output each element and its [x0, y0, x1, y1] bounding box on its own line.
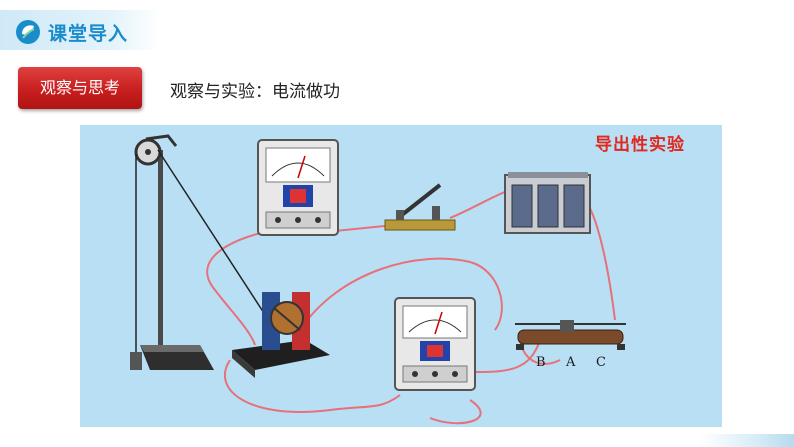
- terminal-a-label: A: [566, 355, 576, 370]
- decorative-corner: [700, 434, 794, 447]
- section-label: 观察与思考: [18, 67, 142, 109]
- figure-caption: 导出性实验: [595, 135, 685, 155]
- section-title: 课堂导入: [48, 23, 129, 45]
- experiment-subtitle: 观察与实验：电流做功: [170, 82, 340, 102]
- experiment-figure: [80, 125, 722, 427]
- terminal-c-label: C: [596, 355, 606, 370]
- leaf-logo-icon: [16, 20, 40, 44]
- terminal-b-label: B: [536, 355, 546, 370]
